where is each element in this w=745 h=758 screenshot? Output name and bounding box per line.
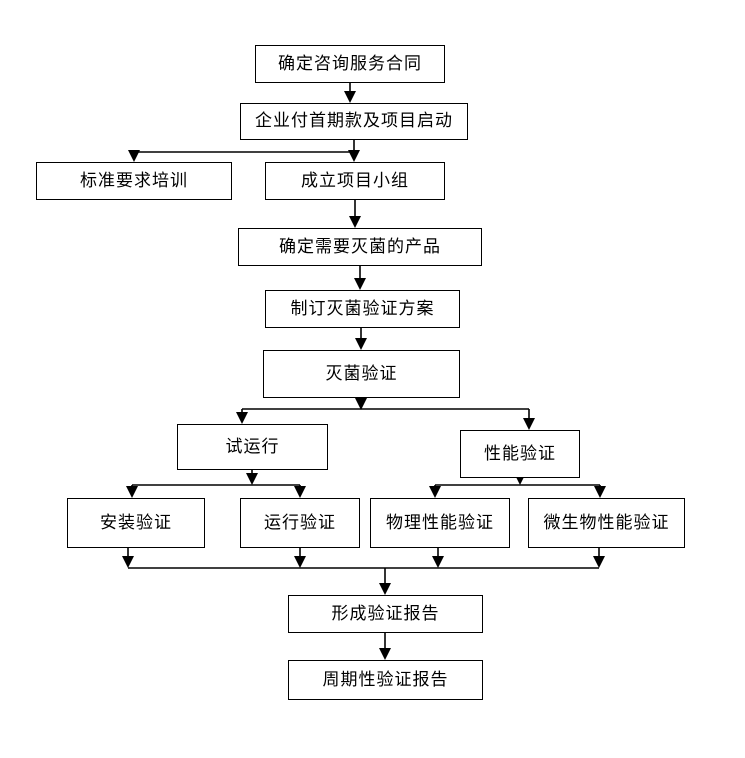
node-microbiological-performance-validation[interactable]: 微生物性能验证 <box>528 498 685 548</box>
node-draft-sterilization-validation-plan[interactable]: 制订灭菌验证方案 <box>265 290 460 328</box>
node-initial-payment-project-start[interactable]: 企业付首期款及项目启动 <box>240 103 468 140</box>
node-label: 微生物性能验证 <box>543 512 670 533</box>
node-label: 标准要求培训 <box>80 170 188 191</box>
node-label: 周期性验证报告 <box>322 669 449 690</box>
edge-n2-n3 <box>128 150 354 162</box>
node-establish-project-team[interactable]: 成立项目小组 <box>265 162 445 200</box>
node-trial-run[interactable]: 试运行 <box>177 424 328 470</box>
node-label: 企业付首期款及项目启动 <box>255 111 453 132</box>
node-label: 确定咨询服务合同 <box>278 53 422 74</box>
edge-n4-n5 <box>349 200 361 228</box>
node-label: 成立项目小组 <box>301 170 409 191</box>
node-standard-requirement-training[interactable]: 标准要求培训 <box>36 162 232 200</box>
edge-n6-n7 <box>355 328 367 350</box>
node-label: 灭菌验证 <box>325 363 398 384</box>
node-label: 试运行 <box>225 436 280 457</box>
edge-n14-n15 <box>379 633 391 660</box>
node-label: 确定需要灭菌的产品 <box>279 236 441 257</box>
edge-merge-to-report <box>122 548 605 595</box>
node-label: 安装验证 <box>100 512 172 533</box>
node-label: 制订灭菌验证方案 <box>290 298 435 319</box>
node-label: 性能验证 <box>484 443 556 464</box>
node-confirm-consulting-contract[interactable]: 确定咨询服务合同 <box>255 45 445 83</box>
node-label: 物理性能验证 <box>386 512 494 533</box>
node-physical-performance-validation[interactable]: 物理性能验证 <box>370 498 510 548</box>
node-installation-qualification[interactable]: 安装验证 <box>67 498 205 548</box>
edge-n8-split <box>126 470 306 498</box>
node-label: 形成验证报告 <box>331 603 440 624</box>
node-performance-validation[interactable]: 性能验证 <box>460 430 580 478</box>
edge-n5-n6 <box>354 266 366 290</box>
node-identify-products-to-sterilize[interactable]: 确定需要灭菌的产品 <box>238 228 482 266</box>
edge-n2-n4 <box>348 140 360 162</box>
edge-n7-split <box>236 398 535 430</box>
node-operational-qualification[interactable]: 运行验证 <box>240 498 360 548</box>
node-sterilization-validation[interactable]: 灭菌验证 <box>263 350 460 398</box>
node-label: 运行验证 <box>264 512 336 533</box>
node-periodic-validation-report[interactable]: 周期性验证报告 <box>288 660 483 700</box>
edge-n1-n2 <box>344 83 356 103</box>
node-generate-validation-report[interactable]: 形成验证报告 <box>288 595 483 633</box>
